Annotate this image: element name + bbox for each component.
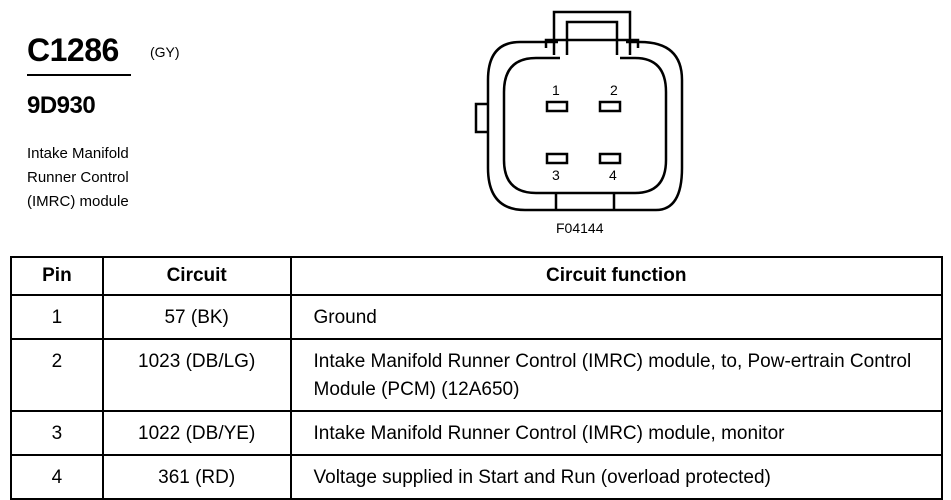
connector-bottom-latch [554, 193, 616, 210]
header-circuit: Circuit [101, 256, 292, 296]
table-row: 1 57 (BK) Ground [10, 294, 943, 340]
figure-id: F04144 [556, 220, 604, 236]
table-header-row: Pin Circuit Circuit function [10, 256, 943, 296]
cell-pin: 3 [10, 410, 104, 456]
header-circuit-function: Circuit function [289, 256, 943, 296]
table-row: 2 1023 (DB/LG) Intake Manifold Runner Co… [10, 338, 943, 412]
cell-circuit: 361 (RD) [101, 454, 292, 500]
table-row: 3 1022 (DB/YE) Intake Manifold Runner Co… [10, 410, 943, 456]
connector-color-code: (GY) [150, 44, 180, 60]
description-line: Intake Manifold [27, 145, 129, 162]
cell-circuit: 1022 (DB/YE) [101, 410, 292, 456]
terminal-1 [545, 100, 569, 113]
terminal-2 [598, 100, 622, 113]
terminal-4 [598, 152, 622, 165]
table-row: 4 361 (RD) Voltage supplied in Start and… [10, 454, 943, 500]
pin-label-1: 1 [552, 82, 560, 98]
cell-circuit: 1023 (DB/LG) [101, 338, 292, 412]
pin-label-4: 4 [609, 167, 617, 183]
pin-label-2: 2 [610, 82, 618, 98]
cell-function: Voltage supplied in Start and Run (overl… [289, 454, 943, 500]
connector-housing-outer [486, 40, 684, 212]
cell-function: Ground [289, 294, 943, 340]
header-pin: Pin [10, 256, 104, 296]
connector-side-key [474, 102, 488, 134]
pin-table: Pin Circuit Circuit function 1 57 (BK) G… [10, 256, 943, 500]
pin-label-3: 3 [552, 167, 560, 183]
locking-tab-ramp [544, 38, 640, 48]
part-number: 9D930 [27, 92, 96, 119]
cell-pin: 4 [10, 454, 104, 500]
locking-tab [552, 10, 632, 55]
terminal-3 [545, 152, 569, 165]
connector-id-underline [27, 74, 131, 76]
cell-pin: 1 [10, 294, 104, 340]
cell-function: Intake Manifold Runner Control (IMRC) mo… [289, 338, 943, 412]
locking-tab-inner [565, 20, 619, 55]
cell-function: Intake Manifold Runner Control (IMRC) mo… [289, 410, 943, 456]
connector-id: C1286 [27, 32, 119, 68]
description-line: (IMRC) module [27, 193, 129, 210]
connector-housing-inner [502, 56, 668, 195]
cell-circuit: 57 (BK) [101, 294, 292, 340]
description-line: Runner Control [27, 169, 129, 186]
cell-pin: 2 [10, 338, 104, 412]
connector-description: Intake Manifold Runner Control (IMRC) mo… [27, 142, 227, 214]
connector-face-diagram: 1 2 3 4 [474, 10, 684, 212]
